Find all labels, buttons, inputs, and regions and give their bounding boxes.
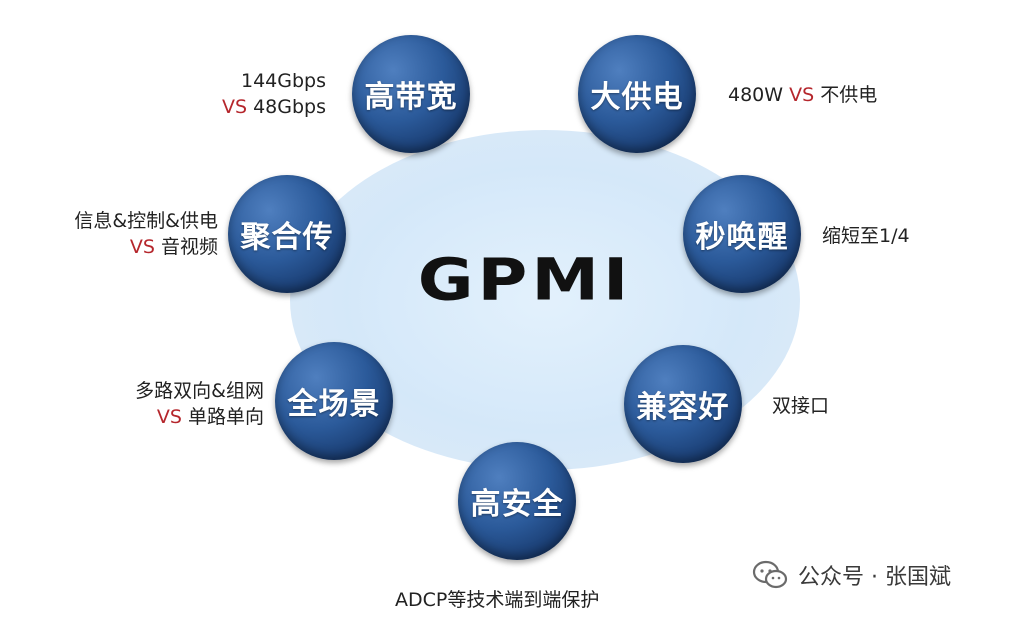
node-label: 大供电 [590,80,684,115]
node-label: 聚合传 [240,220,334,255]
desc-value: 缩短至1/4 [822,225,910,247]
node-high-bandwidth: 高带宽 [352,35,470,153]
center-title: GPMI [417,247,633,315]
vs-label: VS [221,96,248,118]
node-label: 高安全 [470,487,564,522]
desc-value: 音视频 [160,236,218,258]
desc-value: 单路单向 [187,406,264,428]
node-instant-wake: 秒唤醒 [683,175,801,293]
desc-value: 双接口 [772,395,830,417]
desc-line: 信息&控制&供电 [74,210,218,232]
desc-value: ADCP等技术端到端保护 [395,589,600,611]
desc-value: 48Gbps [253,96,326,118]
node-label: 兼容好 [636,390,730,425]
node-compatibility: 兼容好 [624,345,742,463]
desc-compatibility: 双接口 [772,393,829,419]
desc-high-bandwidth: 144Gbps VS 48Gbps [198,68,326,120]
desc-high-security: ADCP等技术端到端保护 [395,587,599,613]
watermark-text: 公众号 · 张国斌 [798,565,951,590]
wechat-icon [752,560,788,589]
node-full-scenario: 全场景 [275,342,393,460]
node-power-supply: 大供电 [578,35,696,153]
vs-label: VS [129,236,155,258]
desc-line: VS 音视频 [30,234,218,260]
desc-power-supply: 480W VS 不供电 [728,82,877,108]
desc-line: 多路双向&组网 [135,380,264,402]
vs-label: VS [789,84,815,106]
vs-label: VS [156,406,182,428]
desc-value: 不供电 [814,84,878,106]
desc-full-scenario: 多路双向&组网 VS 单路单向 [96,378,264,430]
node-aggregated-transfer: 聚合传 [228,175,346,293]
watermark: 公众号 · 张国斌 [752,558,951,592]
node-label: 秒唤醒 [695,220,789,255]
desc-line: 144Gbps [240,70,326,92]
node-label: 全场景 [287,387,381,422]
desc-instant-wake: 缩短至1/4 [822,223,910,249]
desc-line: VS 48Gbps [198,94,326,120]
node-label: 高带宽 [364,80,458,115]
desc-aggregated-transfer: 信息&控制&供电 VS 音视频 [30,208,218,260]
desc-line: VS 单路单向 [96,404,264,430]
desc-value: 480W [728,84,790,106]
node-high-security: 高安全 [458,442,576,560]
